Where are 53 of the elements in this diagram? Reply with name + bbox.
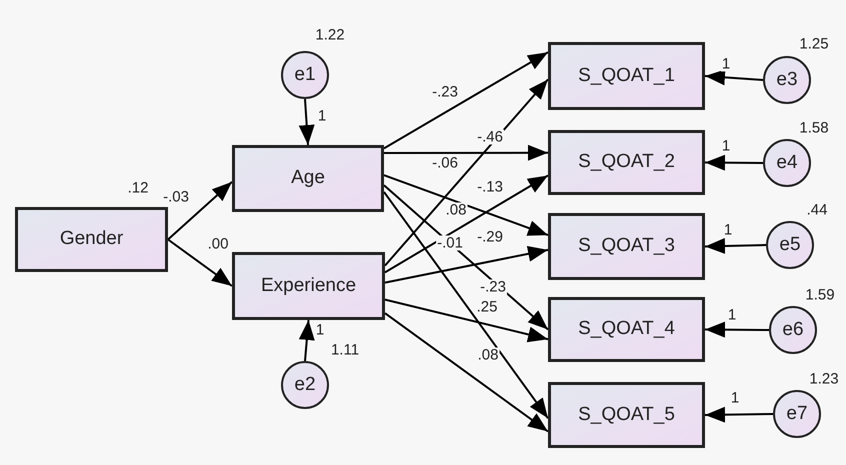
variable-box: S_QOAT_5 <box>548 382 705 448</box>
variance-label: 1.25 <box>799 36 829 52</box>
edge-label: 1 <box>726 308 738 322</box>
edge-label: 1 <box>720 56 732 72</box>
variance-label: 1.59 <box>805 288 835 302</box>
edge-label: .08 <box>444 202 468 218</box>
edge-label: .08 <box>476 348 500 362</box>
edge-label: .00 <box>206 236 230 252</box>
variance-label: .12 <box>128 180 148 196</box>
path-arrow <box>704 238 766 254</box>
edge-label: -.23 <box>431 84 459 100</box>
path-arrow <box>705 322 769 338</box>
edge-label: -.01 <box>436 236 464 250</box>
path-arrow <box>384 312 549 432</box>
variable-box: S_QOAT_4 <box>548 297 705 362</box>
edge-label: -.06 <box>431 156 459 170</box>
path-arrow <box>384 51 548 150</box>
path-arrow <box>704 406 774 423</box>
path-arrow <box>704 69 764 86</box>
edge-label: .25 <box>476 300 498 314</box>
edge-label: -.46 <box>476 130 504 144</box>
edge-label: 1 <box>720 138 732 154</box>
path-arrow <box>704 154 764 171</box>
edge-label: 1 <box>722 222 734 238</box>
path-arrow <box>384 78 549 266</box>
path-arrow <box>384 298 548 342</box>
path-arrow <box>298 98 315 146</box>
edge-label: -.13 <box>476 180 504 194</box>
edge-label: -.29 <box>476 230 504 244</box>
variance-label: .44 <box>806 202 828 218</box>
variable-box: S_QOAT_2 <box>548 130 705 195</box>
edge-label: -.23 <box>479 280 507 294</box>
path-arrow <box>167 238 233 287</box>
edge-label: 1 <box>316 108 328 124</box>
variance-label: 1.58 <box>799 120 829 136</box>
variance-label: 1.11 <box>330 342 360 358</box>
path-arrow <box>167 181 233 240</box>
edge-label: 1 <box>730 390 740 406</box>
edge-label: -.03 <box>162 190 190 204</box>
variable-box: S_QOAT_3 <box>548 213 705 280</box>
variable-box: Gender <box>15 207 168 272</box>
path-arrow <box>298 320 315 362</box>
variance-label: 1.22 <box>315 28 345 42</box>
path-arrow <box>384 144 548 161</box>
path-arrow <box>383 191 549 419</box>
variable-box: S_QOAT_1 <box>548 42 705 110</box>
variable-box: Experience <box>232 252 385 320</box>
variable-box: Age <box>232 145 384 212</box>
path-arrow <box>384 174 548 236</box>
path-arrow <box>384 246 548 284</box>
edge-label: 1 <box>314 322 326 338</box>
path-arrow <box>384 174 549 274</box>
variance-label: 1.23 <box>809 372 839 386</box>
